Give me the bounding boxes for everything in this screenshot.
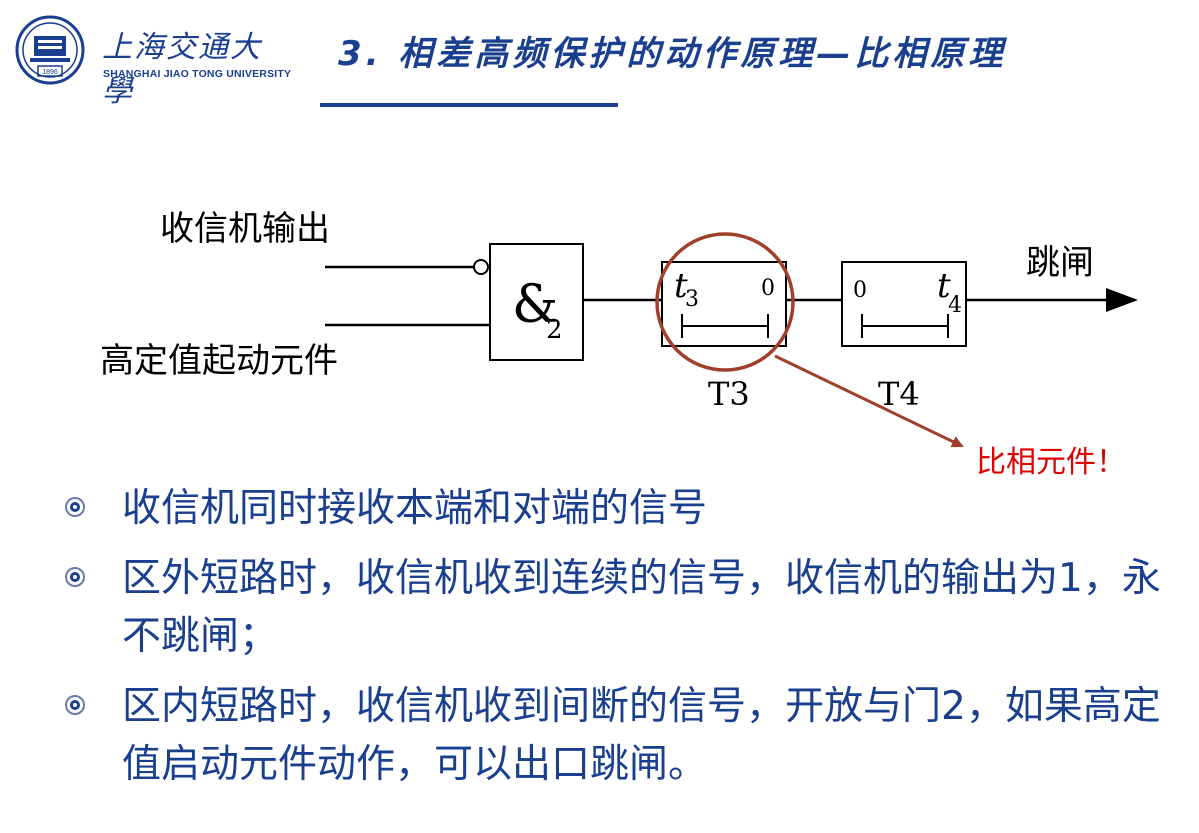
- annotation-arrow: [774, 354, 964, 448]
- trip-label: 跳闸: [1026, 243, 1094, 283]
- and-symbol: &: [512, 275, 558, 335]
- bullet-item: 区内短路时，收信机收到间断的信号，开放与门2，如果高定值启动元件动作，可以出口跳…: [60, 678, 1180, 794]
- bullet-text: 收信机同时接收本端和对端的信号: [122, 486, 708, 531]
- t4-subscript: 4: [948, 293, 962, 318]
- slide-title: 3. 相差高频保护的动作原理—比相原理: [338, 34, 1007, 74]
- and-gate: [489, 243, 584, 361]
- startup-element-label: 高定值起动元件: [100, 341, 338, 381]
- receiver-output-label: 收信机输出: [160, 209, 330, 249]
- bullet-item: 区外短路时，收信机收到连续的信号，收信机的输出为1，永不跳闸；: [60, 550, 1180, 666]
- t3-zero: 0: [761, 276, 775, 301]
- t3-label: T3: [708, 375, 750, 413]
- bullet-icon: [65, 695, 85, 715]
- t3-symbol: t: [674, 266, 688, 306]
- seal-icon: 1896: [15, 15, 85, 85]
- t3-subscript: 3: [685, 287, 699, 312]
- logo-english-name: SHANGHAI JIAO TONG UNIVERSITY: [103, 68, 292, 80]
- university-logo: 1896 上海交通大學 SHANGHAI JIAO TONG UNIVERSIT…: [12, 14, 291, 109]
- bullet-item: 收信机同时接收本端和对端的信号: [60, 480, 1180, 538]
- title-underline: [320, 103, 618, 107]
- phase-compare-highlight-circle: [655, 232, 795, 372]
- t4-zero: 0: [853, 278, 867, 303]
- t4-label: T4: [878, 375, 920, 413]
- bullet-text: 区内短路时，收信机收到间断的信号，开放与门2，如果高定值启动元件动作，可以出口跳…: [122, 684, 1161, 787]
- logo-year: 1896: [42, 69, 58, 76]
- bullet-text: 区外短路时，收信机收到连续的信号，收信机的输出为1，永不跳闸；: [122, 556, 1161, 659]
- inverter-bubble: [473, 259, 489, 275]
- bullet-icon: [65, 567, 85, 587]
- and-gate-number: 2: [546, 315, 563, 345]
- bullet-icon: [65, 497, 85, 517]
- trip-arrow-icon: [1106, 288, 1138, 312]
- phase-compare-annotation: 比相元件！: [976, 445, 1126, 480]
- bullet-list: 收信机同时接收本端和对端的信号 区外短路时，收信机收到连续的信号，收信机的输出为…: [60, 480, 1180, 806]
- t4-symbol: t: [937, 266, 951, 306]
- logo-chinese-name: 上海交通大學: [102, 30, 262, 109]
